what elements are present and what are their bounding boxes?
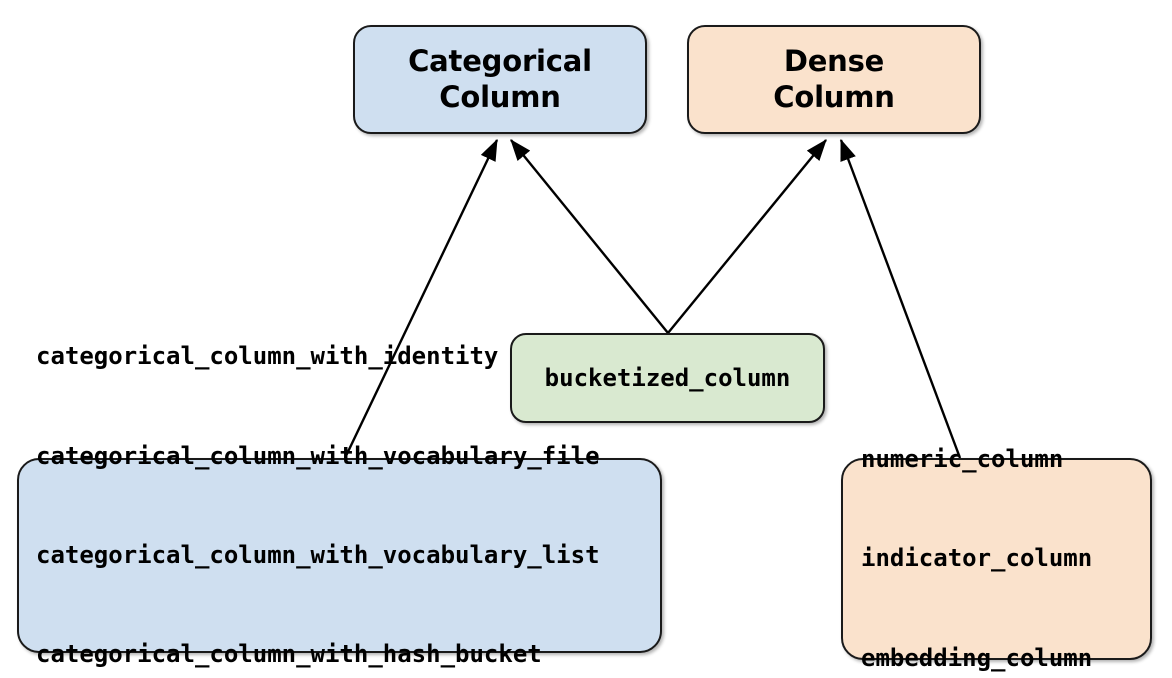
node-dense-column[interactable]: Dense Column [687, 25, 981, 134]
node-categorical-column[interactable]: Categorical Column [353, 25, 647, 134]
node-bucketized-column-label: bucketized_column [544, 364, 791, 392]
node-categorical-column-label-line1: Categorical [408, 44, 592, 79]
edge-bucketized-to-categorical-column [510, 139, 669, 334]
list-item: categorical_column_with_hash_bucket [36, 640, 542, 669]
edge-dense-functions-to-dense-column [839, 138, 962, 459]
node-dense-column-label-line2: Column [773, 79, 895, 114]
list-item: embedding_column [861, 643, 1093, 672]
node-dense-column-label-line1: Dense [783, 44, 885, 79]
list-item: categorical_column_with_vocabulary_file [36, 441, 600, 470]
node-bucketized-column[interactable]: bucketized_column [510, 333, 825, 423]
list-item: categorical_column_with_vocabulary_list [36, 540, 600, 569]
dense-functions-list: numeric_column indicator_column embeddin… [861, 377, 1092, 678]
list-item: numeric_column [861, 445, 1064, 474]
node-categorical-column-label-line2: Column [439, 79, 561, 114]
list-item: categorical_column_with_identity [36, 342, 499, 371]
edge-categorical-functions-to-categorical-column [343, 138, 499, 459]
categorical-functions-list: categorical_column_with_identity categor… [36, 274, 600, 678]
node-dense-column-label: Dense Column [773, 44, 895, 115]
edge-bucketized-to-dense-column [667, 139, 827, 334]
node-categorical-functions[interactable]: categorical_column_with_identity categor… [17, 342, 662, 668]
list-item: indicator_column [861, 544, 1093, 573]
node-categorical-column-label: Categorical Column [408, 44, 592, 115]
node-dense-functions[interactable]: numeric_column indicator_column embeddin… [841, 445, 1152, 672]
